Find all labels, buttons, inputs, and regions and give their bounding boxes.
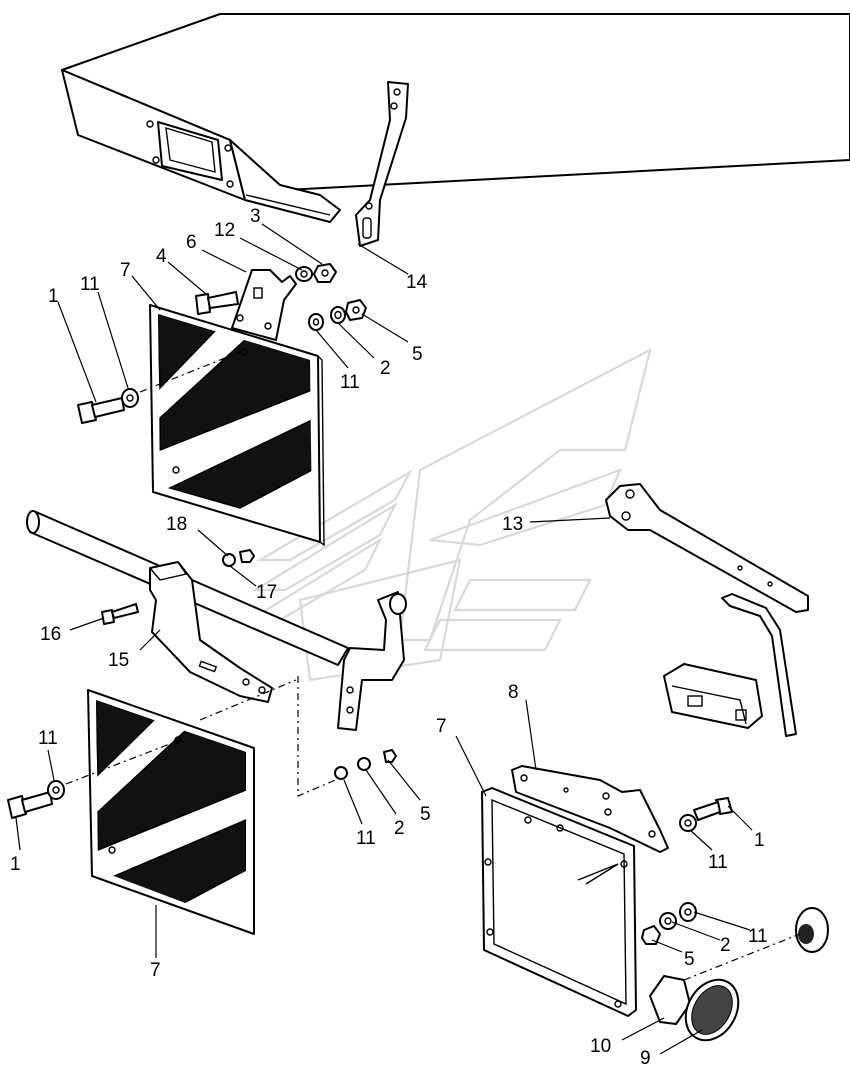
watermark-logo	[246, 347, 652, 682]
license-plate-lower-right	[481, 787, 637, 1017]
nut-18	[239, 549, 255, 563]
callout-2: 2	[394, 818, 405, 839]
mounting-disc	[795, 907, 829, 953]
hook-bracket	[337, 591, 407, 731]
callout-7: 7	[436, 716, 447, 737]
bolt-1-upper	[77, 397, 125, 424]
curved-rod	[721, 593, 797, 737]
bolt-1-lower	[7, 791, 53, 819]
callout-10: 10	[590, 1036, 611, 1057]
callout-7: 7	[120, 260, 131, 281]
leader-lines	[15, 223, 753, 1055]
callout-11: 11	[748, 926, 768, 947]
callout-16: 16	[40, 624, 61, 645]
axis-line-lower	[199, 679, 297, 721]
bracket-8	[511, 765, 669, 853]
callout-1: 1	[48, 286, 59, 307]
reflector-housing-10	[649, 975, 691, 1025]
callout-7: 7	[150, 960, 161, 981]
callout-1: 1	[754, 830, 765, 851]
callout-15: 15	[108, 650, 129, 671]
callout-1: 1	[10, 854, 21, 875]
mounting-bracket-14	[355, 81, 409, 247]
bracket-15	[149, 561, 273, 703]
washer-11-right	[679, 902, 697, 922]
washer-11-upper-left	[121, 388, 139, 408]
reflector-9	[684, 978, 740, 1042]
nut-5-lower-mid	[383, 749, 397, 763]
nut-5-right	[641, 925, 661, 945]
washer-11-lower-right	[679, 814, 697, 832]
callout-5: 5	[684, 949, 695, 970]
washer-17	[222, 553, 236, 567]
bracket-6	[231, 269, 297, 341]
nut-3	[313, 263, 337, 283]
callout-6: 6	[186, 232, 197, 253]
callout-11: 11	[356, 828, 376, 849]
callout-3: 3	[250, 206, 261, 227]
callout-11: 11	[80, 274, 100, 295]
callout-5: 5	[420, 804, 431, 825]
callout-17: 17	[256, 582, 277, 603]
bolt-1-lower-right	[693, 797, 733, 821]
callout-labels: 1 1 1 2 2 2 3 4 5 5 5 6 7 7 7 8 9 10 11 …	[10, 206, 768, 1069]
callout-4: 4	[156, 246, 167, 267]
warning-plate-lower	[87, 689, 255, 935]
screw-16	[101, 603, 139, 625]
callout-11: 11	[38, 728, 58, 749]
axis-line-lower-left	[65, 739, 181, 785]
callout-11: 11	[340, 372, 360, 393]
lock-washer-2-upper	[330, 306, 346, 324]
lock-washer-2-right	[659, 912, 677, 930]
arm-13	[605, 483, 809, 613]
callout-2: 2	[720, 935, 731, 956]
washer-12	[295, 266, 313, 282]
callout-9: 9	[640, 1048, 651, 1069]
callout-11: 11	[708, 852, 728, 873]
callout-13: 13	[502, 514, 523, 535]
lock-washer-2-lower-mid	[357, 757, 371, 771]
washer-11-upper	[308, 313, 324, 331]
callout-8: 8	[508, 682, 519, 703]
axis-line-mid	[297, 676, 341, 797]
callout-14: 14	[406, 272, 428, 293]
warning-plate-top	[149, 304, 325, 547]
axis-line-reflector	[683, 933, 801, 981]
callout-18: 18	[166, 514, 187, 535]
washer-11-lower-mid	[334, 766, 348, 780]
bolt-4	[195, 291, 239, 315]
nut-5-upper	[345, 299, 367, 321]
axis-line-upper	[139, 351, 241, 393]
callout-12: 12	[214, 220, 235, 241]
tail-lamp	[663, 663, 763, 729]
vehicle-fender	[61, 13, 850, 223]
callout-5: 5	[412, 344, 423, 365]
washer-11-lower-left	[47, 780, 65, 800]
callout-2: 2	[380, 358, 391, 379]
